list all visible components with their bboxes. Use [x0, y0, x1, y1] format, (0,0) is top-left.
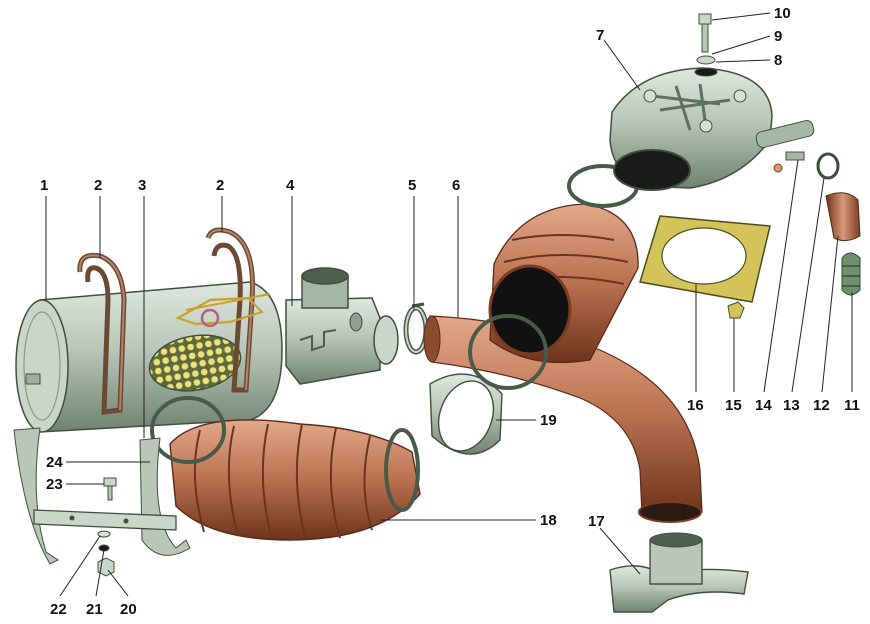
callout-8: 8 [774, 52, 782, 69]
callout-1: 1 [40, 177, 48, 194]
callout-10: 10 [774, 5, 791, 22]
callout-14: 14 [755, 397, 772, 414]
small-clamp [816, 152, 840, 180]
leader-lines [45, 12, 853, 597]
callout-13: 13 [783, 397, 800, 414]
callout-12: 12 [813, 397, 830, 414]
leader-14 [763, 159, 799, 393]
callout-22: 22 [50, 601, 67, 618]
hose-clamp-filter [150, 396, 226, 464]
callout-11: 11 [844, 397, 860, 414]
bolt [698, 13, 712, 53]
leader-17 [599, 527, 641, 575]
clamp-band-right [205, 227, 256, 393]
plug [841, 252, 861, 296]
callout-7: 7 [596, 27, 604, 44]
leader-20 [107, 569, 129, 597]
leader-7 [603, 39, 641, 91]
callout-9: 9 [774, 28, 782, 45]
leader-22 [59, 535, 101, 597]
washer-spring [696, 55, 716, 65]
callout-5: 5 [408, 177, 416, 194]
callout-labels: 1 2 3 2 4 5 6 7 8 9 10 11 12 13 14 15 16… [40, 5, 860, 618]
wire-spring-latch [175, 293, 271, 328]
intake-pipe-mount [609, 532, 749, 613]
short-hose [825, 192, 861, 242]
callout-2b: 2 [216, 177, 224, 194]
bellows-hose-large [169, 419, 421, 541]
callout-23: 23 [46, 476, 63, 493]
callout-3: 3 [138, 177, 146, 194]
filter-housing [15, 281, 283, 433]
callout-18: 18 [540, 512, 557, 529]
corrugated-hose-long [423, 315, 703, 523]
gasket [639, 215, 771, 303]
callout-2a: 2 [94, 177, 102, 194]
leader-21 [95, 549, 105, 597]
leader-12 [821, 235, 839, 393]
thermo-valve-body [285, 267, 399, 385]
nipple-fitting [773, 151, 805, 173]
bellows-hose-upper [468, 164, 639, 390]
bracket-washer-flat [97, 530, 111, 538]
callout-21: 21 [86, 601, 103, 618]
air-intake-cover [609, 67, 815, 191]
connector-sleeve [429, 373, 503, 455]
washer-flat [694, 67, 718, 77]
callout-6: 6 [452, 177, 460, 194]
leader-9 [711, 35, 771, 55]
callout-20: 20 [120, 601, 137, 618]
callout-24: 24 [46, 454, 63, 471]
callout-4: 4 [286, 177, 295, 194]
callout-19: 19 [540, 412, 557, 429]
nut [727, 301, 745, 319]
leader-13 [791, 177, 825, 393]
leader-10 [711, 12, 771, 21]
callout-15: 15 [725, 397, 742, 414]
hose-clamp-small [403, 302, 429, 355]
leader-8 [715, 59, 771, 63]
callout-16: 16 [687, 397, 704, 414]
mounting-bracket [13, 427, 191, 565]
bracket-bolt [103, 477, 117, 501]
callout-17: 17 [588, 513, 605, 530]
